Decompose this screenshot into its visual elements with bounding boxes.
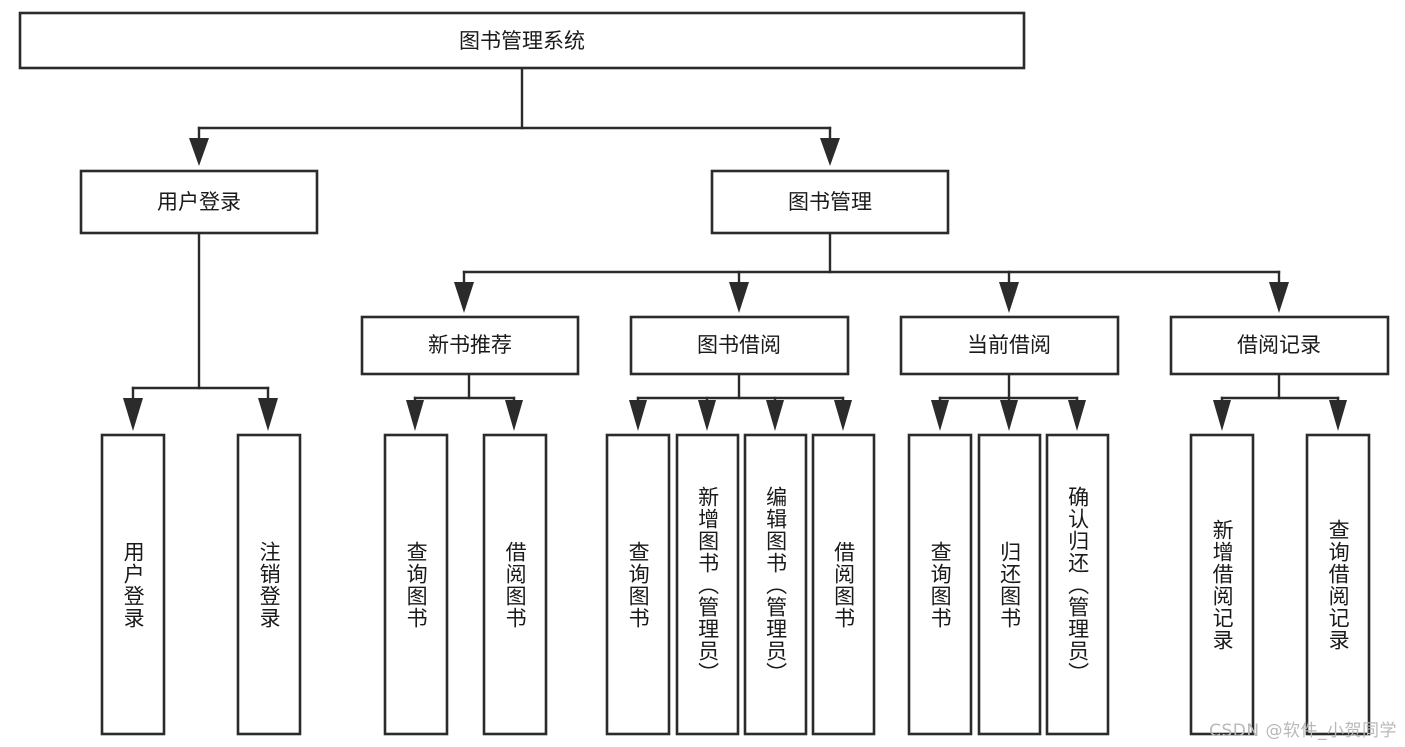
arrow-head-leaf-bookborrow-2 xyxy=(766,400,784,431)
arrow-head-leaf-bookborrow-3 xyxy=(834,400,852,431)
arrow-head-leaf-currentborrow-2 xyxy=(1068,400,1086,431)
leaf-box-user-login-1[interactable] xyxy=(236,433,302,736)
arrow-head-book-borrow xyxy=(729,282,749,313)
leaf-box-new-book-0[interactable] xyxy=(383,433,449,736)
leaf-box-borrow-record-0[interactable] xyxy=(1189,433,1255,736)
node-user-login-box[interactable] xyxy=(79,169,319,235)
node-borrow-record[interactable]: 借阅记录 xyxy=(1169,315,1390,376)
leaf-box-current-borrow-0[interactable] xyxy=(907,433,973,736)
arrow-head-leaf-newbook-1 xyxy=(505,400,523,431)
connector-group-book-manage xyxy=(454,231,1289,313)
node-book-manage-box[interactable] xyxy=(710,169,950,235)
csdn-watermark: CSDN @软件_小贺同学 xyxy=(1209,721,1397,741)
arrow-head-leaf-borrowrecord-0 xyxy=(1213,400,1231,431)
arrow-head-borrow-record xyxy=(1269,282,1289,313)
leaf-box-new-book-1[interactable] xyxy=(482,433,548,736)
node-book-borrow-label: 图书借阅 xyxy=(697,333,781,357)
leaf-box-current-borrow-2[interactable] xyxy=(1045,433,1110,736)
node-root[interactable]: 图书管理系统 xyxy=(18,11,1026,70)
leaf-box-book-borrow-2[interactable] xyxy=(743,433,808,736)
node-book-borrow[interactable]: 图书借阅 xyxy=(629,315,850,376)
arrow-head-leaf-user-login-1 xyxy=(258,398,278,431)
connector-group-root xyxy=(189,66,840,166)
node-root-box[interactable] xyxy=(18,11,1026,70)
node-borrow-record-label: 借阅记录 xyxy=(1237,333,1321,357)
node-new-book-recommend[interactable]: 新书推荐 xyxy=(360,315,580,376)
leaf-box-book-borrow-0[interactable] xyxy=(605,433,671,736)
arrow-head-leaf-borrowrecord-1 xyxy=(1329,400,1347,431)
arrow-head-user-login xyxy=(189,138,209,166)
leaf-box-book-borrow-1[interactable] xyxy=(675,433,740,736)
arrow-head-current-borrow xyxy=(999,282,1019,313)
connector-group-borrow-record xyxy=(1213,372,1347,431)
leaf-box-borrow-record-1[interactable] xyxy=(1305,433,1371,736)
arrow-head-new-book xyxy=(454,282,474,313)
node-book-manage[interactable]: 图书管理 xyxy=(710,169,950,235)
connector-group-new-book xyxy=(406,372,523,431)
node-new-book-recommend-label: 新书推荐 xyxy=(428,333,512,357)
arrow-head-book-manage xyxy=(820,138,840,166)
node-root-label: 图书管理系统 xyxy=(459,29,585,53)
node-current-borrow[interactable]: 当前借阅 xyxy=(899,315,1120,376)
arrow-head-leaf-newbook-0 xyxy=(406,400,424,431)
leaf-box-user-login-0[interactable] xyxy=(100,433,166,736)
node-book-manage-label: 图书管理 xyxy=(788,190,872,214)
arrow-head-leaf-currentborrow-1 xyxy=(1000,400,1018,431)
arrow-head-leaf-currentborrow-0 xyxy=(931,400,949,431)
node-user-login-label: 用户登录 xyxy=(157,190,241,214)
node-current-borrow-box[interactable] xyxy=(899,315,1120,376)
arrow-head-leaf-user-login-0 xyxy=(123,398,143,431)
connector-group-user-login xyxy=(123,231,278,431)
node-current-borrow-label: 当前借阅 xyxy=(967,333,1051,357)
arrow-head-leaf-bookborrow-0 xyxy=(629,400,647,431)
node-book-borrow-box[interactable] xyxy=(629,315,850,376)
leaf-box-book-borrow-3[interactable] xyxy=(811,433,876,736)
node-user-login[interactable]: 用户登录 xyxy=(79,169,319,235)
connector-group-book-borrow xyxy=(629,372,852,431)
node-borrow-record-box[interactable] xyxy=(1169,315,1390,376)
leaf-box-current-borrow-1[interactable] xyxy=(977,433,1042,736)
node-new-book-recommend-box[interactable] xyxy=(360,315,580,376)
arrow-head-leaf-bookborrow-1 xyxy=(698,400,716,431)
connector-group-current-borrow xyxy=(931,372,1086,431)
